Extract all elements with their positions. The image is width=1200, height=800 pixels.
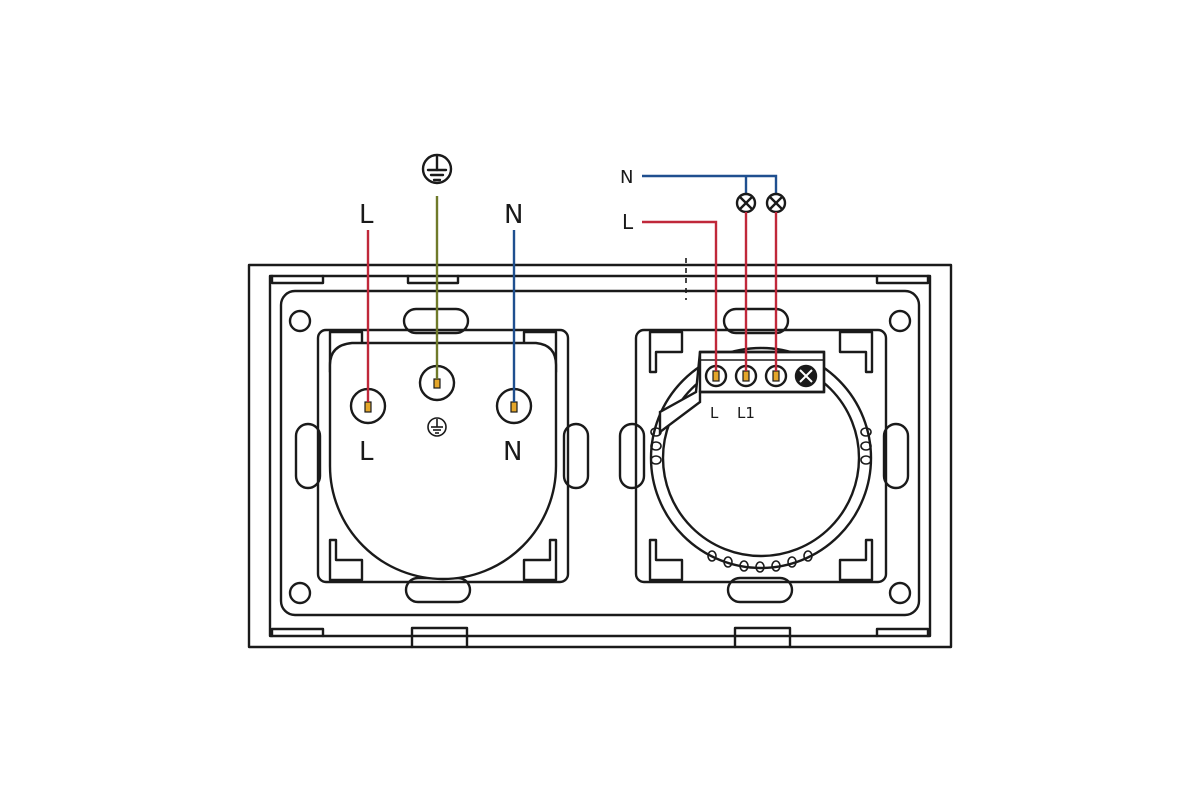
switch-module: L L1 bbox=[634, 328, 888, 584]
earth-symbol-icon bbox=[421, 153, 453, 185]
switch-neutral-wire bbox=[642, 174, 778, 194]
switch-unused-terminal bbox=[794, 364, 818, 388]
switch-wire-label-neutral: N bbox=[620, 167, 633, 188]
socket-module: L N bbox=[316, 328, 570, 584]
screw-hole bbox=[888, 309, 912, 333]
screw-hole bbox=[288, 581, 312, 605]
screw-hole bbox=[888, 581, 912, 605]
switch-wire-label-live: L bbox=[622, 210, 634, 234]
frame bbox=[247, 258, 953, 649]
lamp-icon bbox=[765, 192, 787, 214]
socket-wire-label-neutral: N bbox=[504, 200, 523, 230]
socket-terminal-label-neutral: N bbox=[503, 437, 522, 467]
switch-live-wire bbox=[642, 220, 718, 371]
mount-slot bbox=[722, 307, 790, 335]
mount-slot bbox=[562, 422, 590, 490]
switch-terminal-label-live: L bbox=[710, 404, 719, 422]
socket-wire-label-live: L bbox=[359, 200, 374, 230]
socket-wiring: L N bbox=[359, 153, 523, 402]
screw-hole bbox=[288, 309, 312, 333]
switch-load1-terminal bbox=[734, 364, 758, 388]
mount-slot bbox=[726, 576, 794, 604]
mount-slot bbox=[882, 422, 910, 490]
mount-slot bbox=[618, 422, 646, 490]
switch-wiring: N L bbox=[620, 167, 787, 371]
mount-slot bbox=[294, 422, 322, 490]
lamp-icon bbox=[735, 192, 757, 214]
switch-terminal-label-load: L1 bbox=[737, 404, 755, 422]
socket-terminal-label-live: L bbox=[359, 437, 374, 467]
earth-symbol-small-icon bbox=[427, 417, 447, 437]
